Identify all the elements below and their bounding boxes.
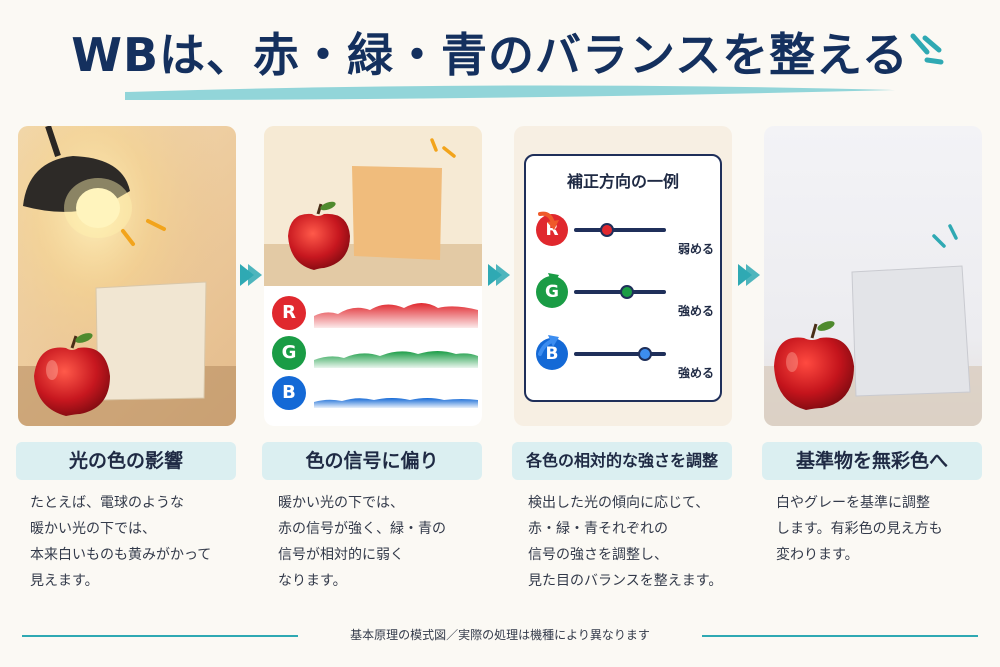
up-arrow-icon — [538, 273, 559, 294]
correction-row-blue: B 強める — [536, 332, 716, 392]
row-label: 強める — [677, 304, 714, 318]
badge-g: G — [536, 276, 568, 308]
badge-g: G — [272, 336, 306, 370]
step-header-1: 光の色の影響 — [16, 442, 236, 480]
step-description-4: 白やグレーを基準に調整 します。有彩色の見え方も 変わります。 — [776, 490, 986, 568]
page-title: WBは、赤・緑・青のバランスを整える — [71, 28, 909, 82]
description-line: 白やグレーを基準に調整 — [776, 495, 930, 511]
step-description-1: たとえば、電球のような 暖かい光の下では、 本来白いものも黄みがかって 見えます… — [30, 490, 260, 594]
next-arrow-icon — [488, 264, 510, 286]
lamp-icon — [23, 126, 132, 238]
slider-knob-red — [600, 223, 614, 237]
row-label: 弱める — [677, 242, 714, 256]
title-underline — [125, 85, 895, 100]
step-description-2: 暖かい光の下では、 赤の信号が強く、緑・青の 信号が相対的に弱く なります。 — [278, 490, 508, 594]
description-line: 検出した光の傾向に応じて、 — [528, 495, 710, 511]
description-line: なります。 — [278, 573, 347, 589]
title-area: WBは、赤・緑・青のバランスを整える — [0, 0, 1000, 110]
scene-warm-light — [18, 126, 236, 426]
description-line: 暖かい光の下では、 — [278, 495, 404, 511]
description-line: たとえば、電球のような — [30, 495, 184, 511]
next-arrow-icon — [240, 264, 262, 286]
description-line: します。有彩色の見え方も — [776, 521, 943, 537]
scene-correction: 補正方向の一例 R 弱める G 強める B — [514, 126, 732, 426]
slider-track — [574, 228, 666, 232]
next-arrow-icon — [738, 264, 760, 286]
white-paper — [95, 281, 207, 401]
paper-tinted — [352, 166, 442, 260]
signal-row-blue: B — [272, 374, 478, 414]
sparkle-icon — [910, 33, 944, 65]
down-arrow-icon — [538, 211, 559, 230]
warm-light-illustration — [18, 126, 236, 426]
step-header-2: 色の信号に偏り — [262, 442, 482, 480]
step-header-4: 基準物を無彩色へ — [762, 442, 982, 480]
apple-icon — [774, 321, 854, 410]
description-line: 変わります。 — [776, 547, 859, 563]
description-line: 信号の強さを調整し、 — [528, 547, 668, 563]
description-line: 赤の信号が強く、緑・青の — [278, 521, 446, 537]
apple-icon — [288, 201, 350, 270]
apple-icon — [34, 333, 110, 416]
description-line: 暖かい光の下では、 — [30, 521, 156, 537]
signal-row-green: G — [272, 334, 478, 374]
description-line: 本来白いものも黄みがかって — [30, 547, 212, 563]
slider-track — [574, 352, 666, 356]
green-signal-wave — [314, 351, 478, 368]
neutral-scene-illustration — [764, 224, 982, 426]
white-paper — [851, 265, 971, 397]
scene-neutral — [764, 126, 982, 426]
row-label: 強める — [677, 366, 714, 380]
description-line: 見えます。 — [30, 573, 99, 589]
badge-r: R — [272, 296, 306, 330]
badge-b: B — [272, 376, 306, 410]
up-arrow-icon — [538, 335, 559, 356]
blue-signal-wave — [314, 398, 478, 408]
red-signal-wave — [314, 303, 478, 328]
slider-knob-blue — [638, 347, 652, 361]
correction-card: 補正方向の一例 R 弱める G 強める B — [524, 154, 722, 402]
scene-color-signals: R G B — [264, 126, 482, 426]
card-title: 補正方向の一例 — [566, 172, 679, 191]
correction-row-red: R 弱める — [536, 208, 716, 268]
signal-row-red: R — [272, 294, 478, 334]
footer-note: 基本原理の模式図／実際の処理は機種により異なります — [350, 628, 650, 642]
description-line: 見た目のバランスを整えます。 — [528, 573, 723, 589]
description-line: 信号が相対的に弱く — [278, 547, 404, 563]
footer-divider — [702, 635, 978, 637]
step-description-3: 検出した光の傾向に応じて、 赤・緑・青それぞれの 信号の強さを調整し、 見た目の… — [528, 490, 758, 594]
step-header-3: 各色の相対的な強さを調整 — [512, 442, 732, 480]
correction-row-green: G 強める — [536, 270, 716, 330]
footer-divider — [22, 635, 298, 637]
description-line: 赤・緑・青それぞれの — [528, 521, 668, 537]
slider-knob-green — [620, 285, 634, 299]
